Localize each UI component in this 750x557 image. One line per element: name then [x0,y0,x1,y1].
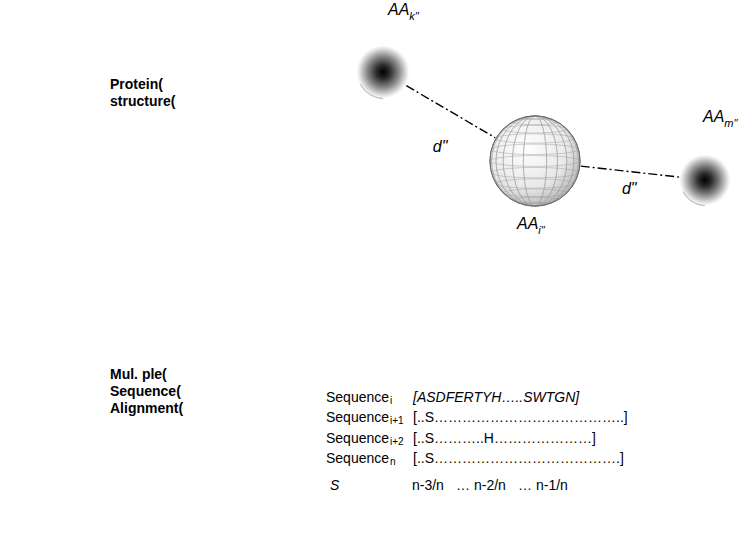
sequence-residues: [..S………………………………….] [413,450,624,467]
sequence-residues: [..S…………………………………..] [413,409,628,426]
ellipsis: … [456,477,470,494]
conservation-score: n-2/n [474,477,506,494]
residue-index: m" [724,117,737,129]
sequence-residues: [ASDFERTYH…..SWTGN] [413,389,579,406]
sequence-name: Sequence [326,450,389,467]
sequence-index: i+1 [390,415,404,427]
conservation-score: n-3/n [412,477,444,494]
sphere-shape [489,115,581,207]
distance-line [406,86,495,138]
residue-label: AAk" [388,1,419,19]
distance-line [581,166,679,177]
sequence-name: Sequence [326,389,389,406]
sequence-name: Sequence [326,409,389,426]
residue-index: k" [409,10,418,22]
distance-label: d" [431,138,450,156]
distance-label: d" [620,180,639,198]
conservation-score: n-1/n [536,477,568,494]
sequence-residues: [..S………..H…………………] [413,430,596,447]
sphere-shape [356,45,410,99]
section-title: Mul. ple( Sequence( Alignment( [110,366,194,416]
blurred-sphere: AAk" [356,45,410,99]
ellipsis: … [518,477,532,494]
sequence-index: n [390,456,396,468]
residue-label: AAm" [703,108,737,126]
blurred-sphere: AAm" [679,154,731,206]
residue-name: AA [517,215,538,232]
sequence-index: i [390,395,392,407]
sequence-index: i+2 [390,436,404,448]
mesh-sphere: AAi" [489,115,581,207]
residue-index: i" [538,224,544,236]
residue-name: AA [388,1,409,18]
section-title: Protein( structure( [110,76,194,110]
conservation-symbol: S [330,477,339,494]
residue-label: AAi" [517,215,545,233]
sequence-name: Sequence [326,430,389,447]
sphere-shape [679,154,731,206]
residue-name: AA [703,108,724,125]
